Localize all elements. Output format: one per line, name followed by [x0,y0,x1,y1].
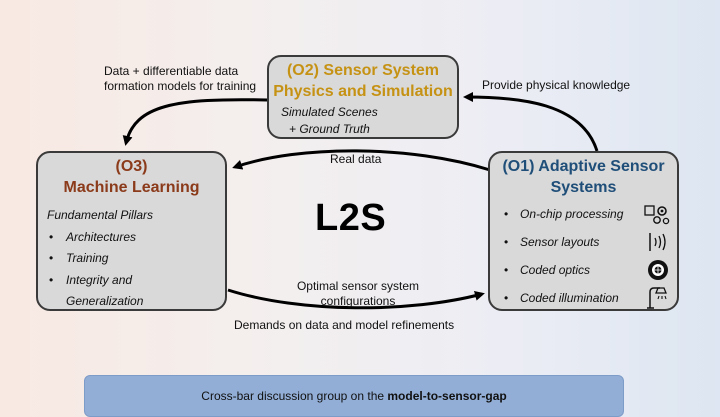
arrow-layer [122,92,599,310]
chip-gears-icon [644,205,670,225]
label-o2-to-o3: Data + differentiable data formation mod… [104,64,257,93]
list-item: On-chip processing [498,200,670,228]
label-o1-to-o3: Real data [330,152,382,166]
diagram-canvas: (O2) Sensor System Physics and Simulatio… [0,0,720,405]
list-item: Integrity and Generalization [47,270,178,313]
discussion-banner: Cross-bar discussion group on the model-… [84,375,624,417]
arrow-o3-to-o1 [227,288,485,310]
arrow-o1-to-o2 [463,92,599,152]
o1-title: (O1) Adaptive Sensor Systems [502,158,665,196]
label-o3-to-o1: Optimal sensor system configurations [296,279,420,308]
list-item: Architectures [47,227,178,249]
o3-body: Fundamental Pillars Architectures Traini… [47,205,178,313]
sensor-waves-icon [649,233,666,251]
o1-box: (O1) Adaptive Sensor Systems On-chip pro… [488,151,679,312]
o3-title: (O3) Machine Learning [63,158,200,196]
o1-features-list: On-chip processing Sensor layouts [498,200,670,312]
o2-subtitle: Simulated Scenes + Ground Truth [281,105,378,136]
lamp-icon [647,287,667,309]
o3-subtitle: Fundamental Pillars [47,208,154,222]
o3-box: (O3) Machine Learning Fundamental Pillar… [36,151,227,311]
arrow-o1-to-o3 [232,149,491,172]
label-o1-to-o2: Provide physical knowledge [482,78,631,92]
list-item: Coded illumination [498,284,670,312]
o2-box: (O2) Sensor System Physics and Simulatio… [267,55,459,139]
o3-pillars-list: Architectures Training Integrity and Gen… [47,227,178,313]
arrow-o2-to-o3 [122,98,268,146]
center-title: L2S [315,197,387,239]
o2-title: (O2) Sensor System Physics and Simulatio… [273,62,453,100]
list-item: Coded optics [498,256,670,284]
lens-aperture-icon [648,260,668,280]
label-feedback: Demands on data and model refinements [234,318,455,332]
discussion-banner-text: Cross-bar discussion group on the model-… [201,389,507,403]
list-item: Sensor layouts [498,228,670,256]
list-item: Training [47,248,178,270]
